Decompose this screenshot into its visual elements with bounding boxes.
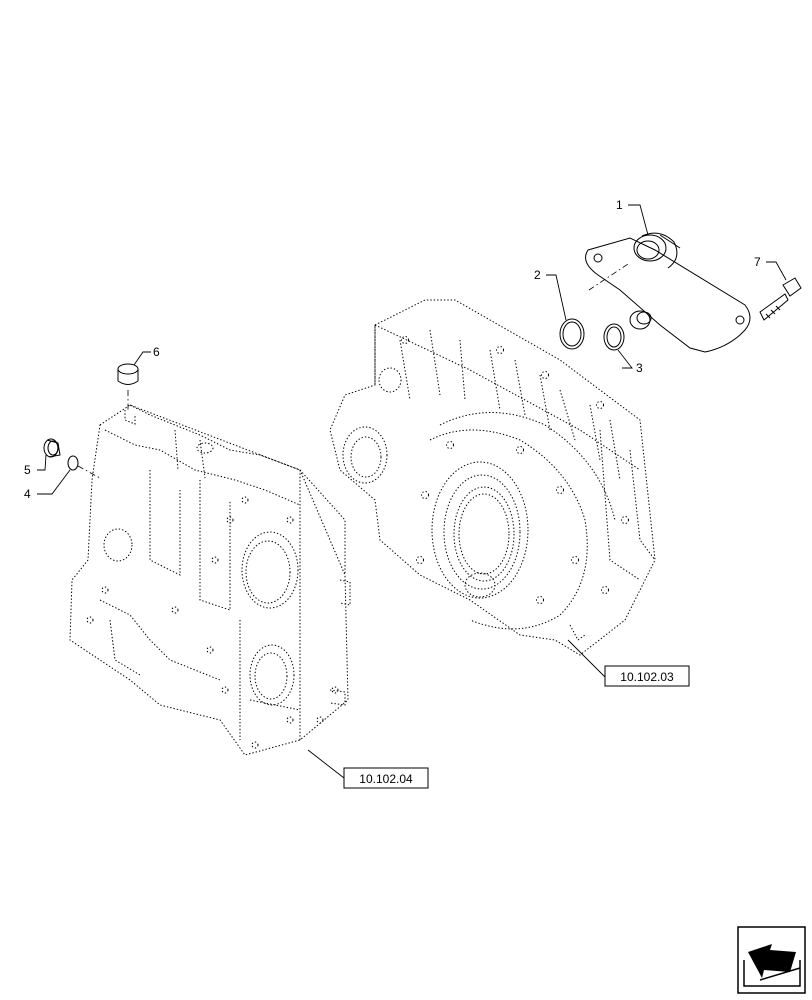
callout-2: 2 (534, 268, 541, 282)
part-2-o-ring (559, 318, 585, 350)
part-6-plug (117, 363, 139, 385)
callout-3: 3 (636, 361, 643, 375)
part-1-bracket (585, 232, 751, 353)
callout-1: 1 (616, 198, 623, 212)
leader-lines (37, 204, 787, 779)
reference-box-10-102-03[interactable]: 10.102.03 (604, 665, 690, 687)
callout-5: 5 (24, 463, 31, 477)
reference-label: 10.102.03 (620, 670, 674, 684)
left-housing (69, 404, 351, 756)
part-5-plug (43, 438, 61, 458)
assembly-axes (77, 263, 629, 479)
right-housing (329, 299, 656, 656)
callout-7: 7 (754, 255, 761, 269)
part-7-bolt (759, 277, 802, 321)
part-4-seal-ring (67, 455, 79, 471)
page-turn-arrow-icon[interactable] (737, 926, 806, 994)
callout-4: 4 (24, 487, 31, 501)
reference-label: 10.102.04 (359, 772, 413, 786)
callout-6: 6 (153, 345, 160, 359)
reference-box-10-102-04[interactable]: 10.102.04 (343, 767, 429, 789)
callout-labels: 1 2 3 4 5 6 7 (24, 198, 761, 501)
part-3-o-ring (603, 323, 625, 351)
